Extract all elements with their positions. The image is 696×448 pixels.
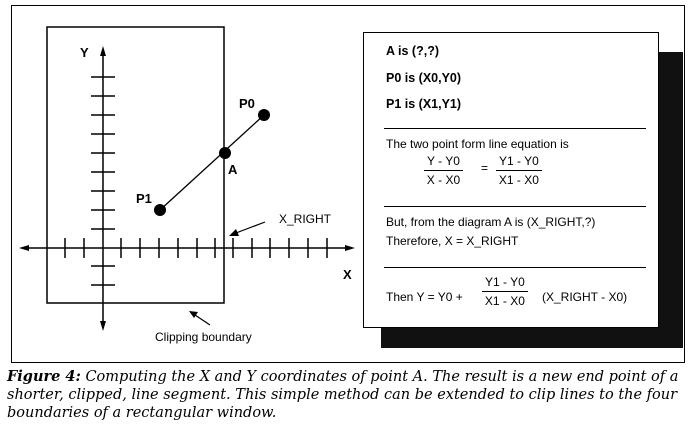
figure-frame [11, 5, 685, 363]
then-prefix: Then Y = Y0 + [386, 290, 463, 304]
x-right-arrow [235, 221, 266, 234]
eq-rhs-den: X1 - X0 [498, 173, 539, 187]
x-ticks [64, 238, 328, 258]
y-axis-label: Y [80, 45, 89, 60]
point-p1 [154, 204, 166, 216]
then-suffix: (X_RIGHT - X0) [542, 290, 628, 304]
divider [384, 206, 646, 207]
p0-label: P0 [239, 96, 255, 111]
p1-label: P1 [136, 191, 152, 206]
point-a [219, 147, 231, 159]
caption-label: Figure 4: [7, 368, 81, 385]
def-a: A is (?,?) [386, 44, 440, 58]
point-p0 [258, 109, 270, 121]
a-label: A [228, 162, 238, 177]
figure-caption: Figure 4: Computing the X and Y coordina… [7, 368, 687, 422]
then-num: Y1 - Y0 [482, 273, 528, 292]
but-line: But, from the diagram A is (X_RIGHT,?) [386, 215, 596, 229]
def-p1: P1 is (X1,Y1) [386, 97, 462, 111]
clipping-boundary-label: Clipping boundary [155, 330, 252, 344]
divider [384, 128, 646, 129]
divider [384, 267, 646, 268]
clipping-diagram [19, 26, 355, 331]
y-ticks [91, 76, 115, 286]
def-p0: P0 is (X0,Y0) [386, 71, 462, 85]
eq-lhs-den: X - X0 [426, 173, 461, 187]
y-arrow-up [100, 46, 106, 56]
eq-lhs-fraction: Y - Y0 X - X0 [424, 152, 463, 189]
eq-rhs-fraction: Y1 - Y0 X1 - X0 [496, 152, 542, 189]
x-arrow-right [345, 245, 355, 251]
caption-text: Computing the X and Y coordinates of poi… [7, 369, 679, 421]
eq-lhs-num: Y - Y0 [424, 152, 463, 171]
boundary-arrowhead [189, 311, 198, 318]
eq-sign: = [481, 161, 489, 175]
line-segment [159, 114, 265, 211]
then-den: X1 - X0 [484, 294, 525, 308]
x-axis-label: X [343, 267, 352, 282]
x-right-label: X_RIGHT [279, 212, 332, 226]
x-arrow-left [19, 245, 29, 251]
equation-panel: A is (?,?) P0 is (X0,Y0) P1 is (X1,Y1) T… [363, 32, 659, 328]
eq-intro: The two point form line equation is [386, 137, 569, 151]
eq-rhs-num: Y1 - Y0 [496, 152, 542, 171]
clipping-rect [46, 26, 225, 304]
boundary-arrow [194, 314, 211, 326]
then-fraction: Y1 - Y0 X1 - X0 [482, 273, 528, 310]
therefore-line: Therefore, X = X_RIGHT [386, 234, 519, 248]
y-arrow-down [100, 321, 106, 331]
x-right-arrowhead [229, 229, 239, 236]
